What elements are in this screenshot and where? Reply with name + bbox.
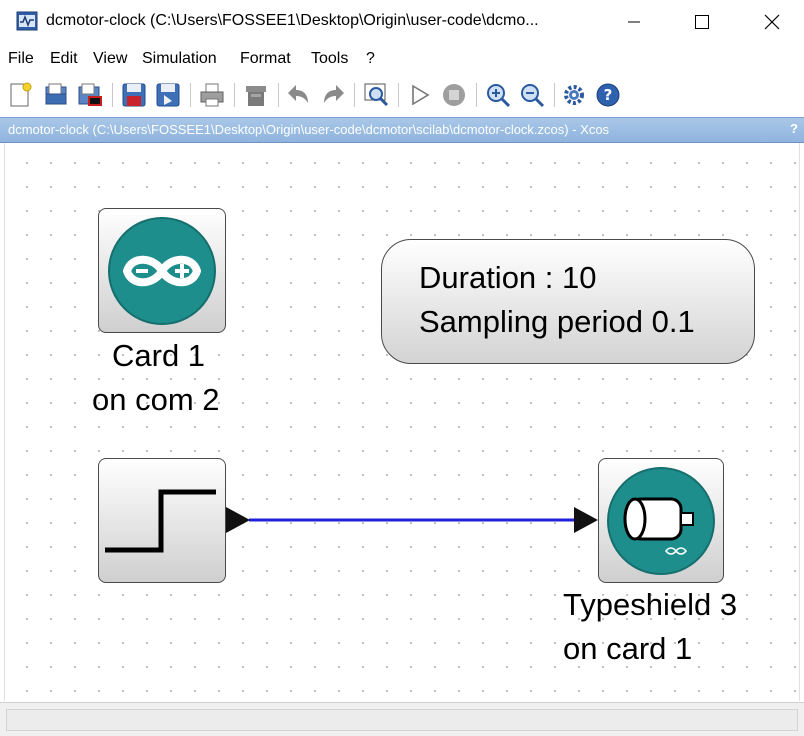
frame-help-button[interactable]: ? [790,121,798,136]
zoom-in-icon[interactable] [484,81,512,109]
close-button[interactable] [742,0,802,44]
toolbar-separator [476,83,477,107]
step-signal-block[interactable] [98,458,226,583]
redo-icon[interactable] [320,81,348,109]
setup-icon[interactable] [560,81,588,109]
menu-tools[interactable]: Tools [311,50,349,67]
open-icon[interactable] [42,81,70,109]
output-port-arrow [226,507,250,533]
toolbar-separator [354,83,355,107]
help-icon[interactable]: ? [594,81,622,109]
sampling-period-text: Sampling period 0.1 [419,304,695,339]
new-diagram-icon[interactable] [6,81,34,109]
minimize-button[interactable] [604,0,664,44]
toolbar-separator [554,83,555,107]
menu-bar: File Edit View Simulation Format Tools ? [0,46,804,74]
menu-format[interactable]: Format [240,50,291,67]
maximize-icon [695,15,709,29]
input-port-arrow [574,507,598,533]
arduino-card-block[interactable] [98,208,226,333]
diagram-path-title: dcmotor-clock (C:\Users\FOSSEE1\Desktop\… [8,122,610,137]
save-as-icon[interactable] [154,81,182,109]
diagram-canvas[interactable]: Card 1 on com 2 Duration : 10 Sampling p… [4,143,800,701]
step-signal-icon [105,489,216,553]
delete-icon[interactable] [242,81,270,109]
dc-motor-icon [607,467,715,575]
toolbar-separator [234,83,235,107]
menu-edit[interactable]: Edit [50,50,78,67]
toolbar-separator [398,83,399,107]
toolbar-separator [278,83,279,107]
zoom-out-icon[interactable] [518,81,546,109]
start-icon[interactable] [406,81,434,109]
card-block-label-line1: Card 1 [112,338,206,373]
undo-icon[interactable] [284,81,312,109]
simulation-info-textbox[interactable]: Duration : 10 Sampling period 0.1 [381,239,755,364]
dc-motor-block[interactable] [598,458,724,583]
window-title: dcmotor-clock (C:\Users\FOSSEE1\Desktop\… [46,12,539,29]
menu-file[interactable]: File [8,50,34,67]
maximize-button[interactable] [672,0,732,44]
open-in-scilab-icon[interactable] [76,81,104,109]
fit-diagram-icon[interactable] [362,81,390,109]
minimize-icon [628,21,640,23]
toolbar-separator [190,83,191,107]
svg-text:?: ? [604,86,613,104]
menu-simulation[interactable]: Simulation [142,50,217,67]
print-icon[interactable] [198,81,226,109]
card-block-label-line2: on com 2 [92,382,220,417]
close-icon [764,14,780,30]
duration-text: Duration : 10 [419,260,597,295]
status-bar [0,702,804,736]
toolbar: ? [0,77,804,115]
motor-block-label-line1: Typeshield 3 [563,587,738,622]
menu-help[interactable]: ? [366,50,375,67]
status-field [6,709,798,731]
xcos-app-icon [16,11,38,31]
stop-icon[interactable] [440,81,468,109]
window-titlebar: dcmotor-clock (C:\Users\FOSSEE1\Desktop\… [0,0,804,44]
motor-block-label-line2: on card 1 [563,631,693,666]
menu-view[interactable]: View [93,50,128,67]
diagram-frame-title: dcmotor-clock (C:\Users\FOSSEE1\Desktop\… [0,117,804,143]
toolbar-separator [112,83,113,107]
arduino-logo-icon [108,217,216,325]
save-icon[interactable] [120,81,148,109]
